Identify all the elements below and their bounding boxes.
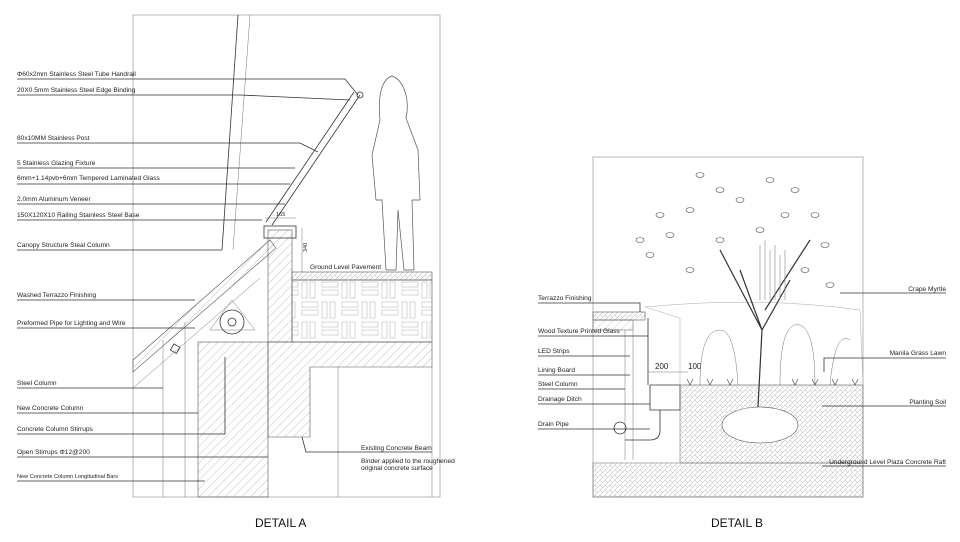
label-post: 80x10MM Stainless Post <box>17 135 90 142</box>
label-planting-soil: Planting Soil <box>909 399 946 406</box>
label-glazing-fixture: 5 Stainless Glazing Fixture <box>17 160 96 167</box>
label-longitudinal-bars: New Concrete Column Longitudinal Bars <box>17 474 118 480</box>
crape-myrtle-tree <box>635 172 835 408</box>
root-ball <box>721 406 799 444</box>
label-column-stirrups: Concrete Column Stirrups <box>17 426 94 433</box>
grass-lawn <box>686 378 859 386</box>
label-open-stirrups: Open Stirrups Φ12@200 <box>17 449 90 456</box>
detail-a: 165 340 Φ60x2mm Stainless Steel Tube Han… <box>17 14 455 530</box>
label-drain-pipe: Drain Pipe <box>538 421 569 428</box>
terrazzo-slab <box>592 311 646 321</box>
label-ground-pavement: Ground Level Pavement <box>310 264 381 271</box>
label-railing-base: 150X120X10 Railing Stainless Steel Base <box>17 212 140 219</box>
concrete-raft <box>592 462 864 498</box>
handrail <box>271 94 361 226</box>
label-terrazzo: Washed Terrazzo Finishing <box>17 292 96 299</box>
drainage-ditch <box>649 384 681 411</box>
label-manila-grass: Manila Grass Lawn <box>890 350 947 357</box>
dim-width: 165 <box>276 212 285 218</box>
label-drainage-ditch: Drainage Ditch <box>538 396 582 403</box>
label-wood-glass: Wood Texture Printed Glass <box>538 328 621 335</box>
wood-texture-glass <box>644 301 864 386</box>
label-preformed-pipe: Preformed Pipe for Lighting and Wire <box>17 320 126 327</box>
label-laminated-glass: 6mm+1.14pvb+6mm Tempered Laminated Glass <box>17 175 161 182</box>
label-led-strips: LED Strips <box>538 348 570 355</box>
label-concrete-raft: Underground Level Plaza Concrete Raft <box>829 459 946 466</box>
canopy-column <box>221 14 239 251</box>
pavement <box>291 271 433 281</box>
label-steel-column: Steel Column <box>17 380 57 387</box>
label-canopy-column: Canopy Structure Steal Column <box>17 242 110 249</box>
detail-a-title: DETAIL A <box>255 516 306 530</box>
label-steel-column-b: Steel Column <box>538 381 578 388</box>
dim-200: 200 <box>655 362 669 371</box>
label-binder-2: original concrete surface <box>361 465 433 472</box>
label-crape-myrtle: Crape Myrtle <box>908 286 946 293</box>
drain-pipe <box>625 410 661 441</box>
label-handrail: Φ60x2mm Stainless Steel Tube Handrail <box>17 71 136 78</box>
new-concrete-column <box>197 341 269 498</box>
label-edge-binding: 20X0.5mm Stainless Steel Edge Binding <box>17 87 136 94</box>
existing-concrete-beam <box>267 341 433 438</box>
label-terrazzo-finishing: Terrazzo Finishing <box>538 295 592 302</box>
label-new-concrete-column: New Concrete Column <box>17 405 84 412</box>
detail-b-labels: Terrazzo Finishing Wood Texture Printed … <box>538 286 947 467</box>
detail-b-title: DETAIL B <box>711 516 763 530</box>
label-lining-board: Lining Board <box>538 367 575 374</box>
label-binder-1: Binder applied to the roughened <box>361 458 455 465</box>
dim-100: 100 <box>688 362 702 371</box>
railing-base <box>267 229 293 343</box>
detail-b: 200 100 Ter <box>538 156 947 530</box>
label-existing-beam: Existing Concrete Beam <box>361 445 432 452</box>
paving-layer <box>291 279 433 343</box>
label-aluminum-veneer: 2.0mm Aluminum Veneer <box>17 196 91 203</box>
detail-a-labels: Φ60x2mm Stainless Steel Tube Handrail 20… <box>17 71 455 482</box>
preformed-pipe <box>219 309 245 335</box>
dim-height: 340 <box>303 243 309 252</box>
detail-a-frame <box>132 14 441 498</box>
person-silhouette <box>371 75 421 271</box>
